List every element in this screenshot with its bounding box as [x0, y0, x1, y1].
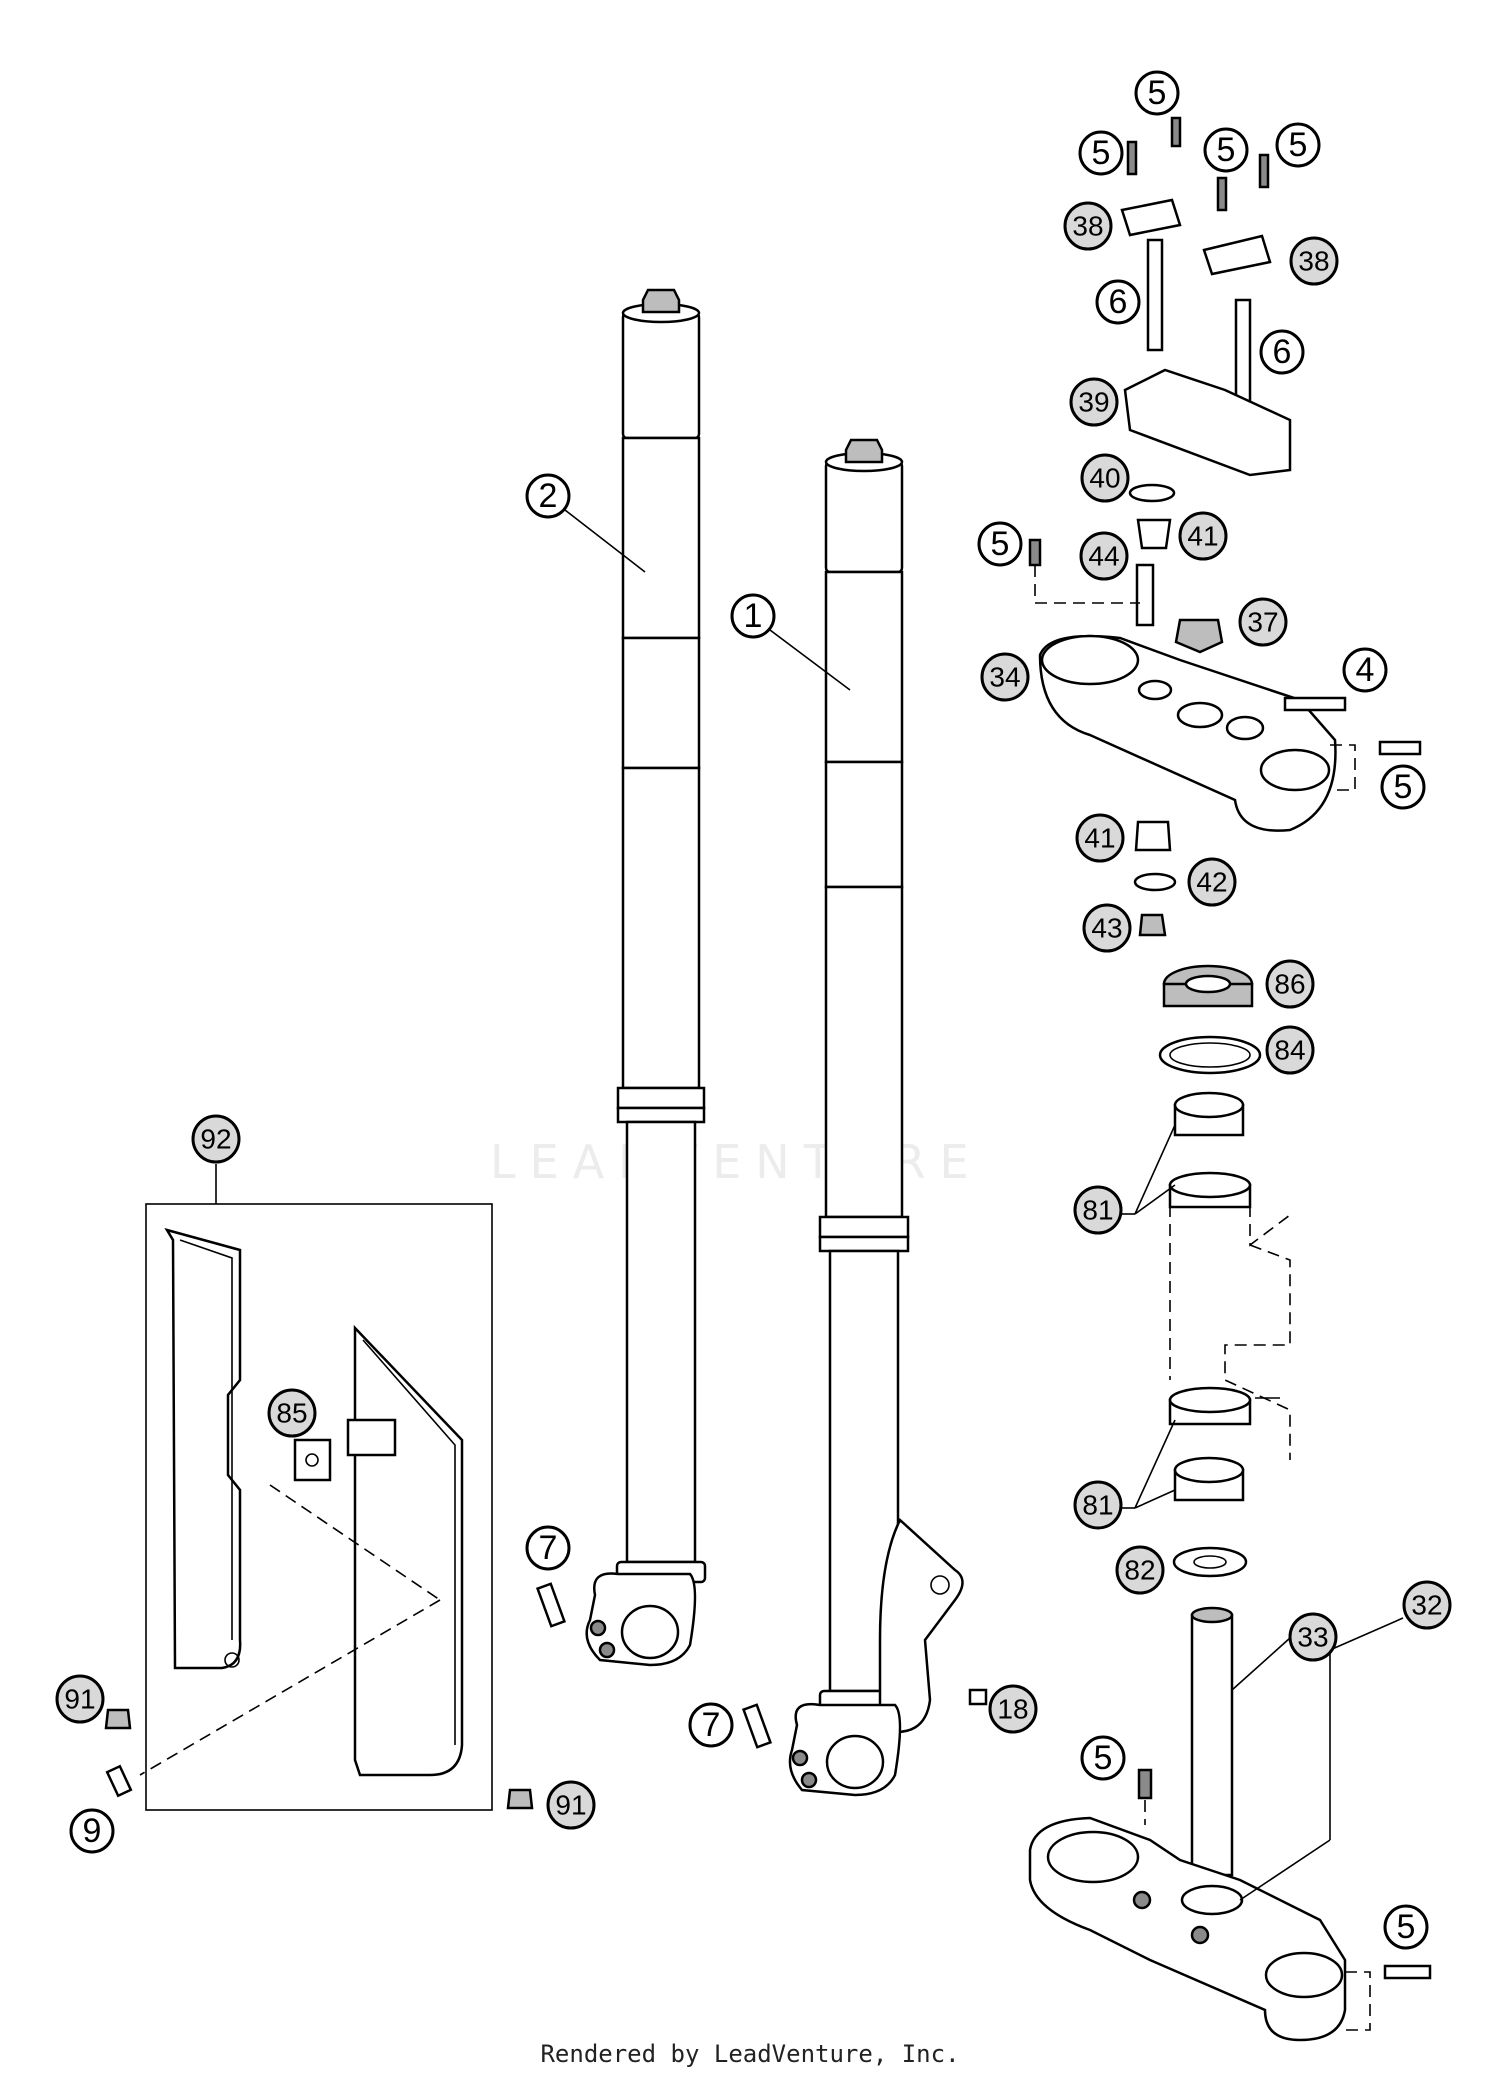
- callout-6-text: 6: [1109, 283, 1128, 321]
- callout-38-text: 38: [1298, 246, 1329, 277]
- callout-44: 44: [1079, 531, 1129, 581]
- callout-92: 92: [191, 1114, 241, 1164]
- callout-40-text: 40: [1089, 463, 1120, 494]
- callout-2-text: 2: [539, 477, 558, 515]
- callout-7-text: 7: [702, 1706, 721, 1744]
- callout-86: 86: [1265, 959, 1315, 1009]
- callout-5-text: 5: [1217, 131, 1236, 169]
- callout-92-text: 92: [200, 1124, 231, 1155]
- callout-7: 7: [525, 1525, 571, 1571]
- callout-5-text: 5: [1148, 74, 1167, 112]
- callout-32-text: 32: [1411, 1590, 1442, 1621]
- callout-38: 38: [1289, 236, 1339, 286]
- callout-5-text: 5: [1289, 126, 1308, 164]
- callout-86-text: 86: [1274, 969, 1305, 1000]
- callout-81-text: 81: [1082, 1490, 1113, 1521]
- footer-credit: Rendered by LeadVenture, Inc.: [540, 2040, 960, 2068]
- callout-91: 91: [546, 1780, 596, 1830]
- callout-5-text: 5: [1092, 134, 1111, 172]
- callout-5-text: 5: [1094, 1739, 1113, 1777]
- fork-leg-1: [788, 438, 964, 1797]
- callout-5: 5: [1203, 127, 1249, 173]
- callout-81: 81: [1073, 1185, 1123, 1235]
- callout-7: 7: [688, 1702, 734, 1748]
- callout-5-text: 5: [1397, 1908, 1416, 1946]
- callout-9-text: 9: [83, 1812, 102, 1850]
- callout-34-text: 34: [989, 662, 1020, 693]
- callout-43-text: 43: [1091, 913, 1122, 944]
- callout-4: 4: [1342, 647, 1388, 693]
- callout-18-text: 18: [997, 1694, 1028, 1725]
- fork-guard-kit: [139, 1203, 493, 1811]
- callout-41-text: 41: [1187, 521, 1218, 552]
- callout-38: 38: [1063, 201, 1113, 251]
- callout-43: 43: [1082, 903, 1132, 953]
- callout-33-text: 33: [1297, 1622, 1328, 1653]
- callout-37-text: 37: [1247, 607, 1278, 638]
- callout-42-text: 42: [1196, 867, 1227, 898]
- callout-42: 42: [1187, 857, 1237, 907]
- callout-4-text: 4: [1356, 651, 1375, 689]
- callout-41: 41: [1075, 813, 1125, 863]
- fork-leg-2: [585, 288, 707, 1667]
- callout-85: 85: [267, 1388, 317, 1438]
- callout-32: 32: [1402, 1580, 1452, 1630]
- callout-40: 40: [1080, 453, 1130, 503]
- callout-5-text: 5: [991, 525, 1010, 563]
- callout-1-text: 1: [744, 597, 763, 635]
- callout-44-text: 44: [1088, 541, 1119, 572]
- callout-5: 5: [1078, 130, 1124, 176]
- callout-41: 41: [1178, 511, 1228, 561]
- callout-39-text: 39: [1078, 387, 1109, 418]
- callout-91: 91: [55, 1674, 105, 1724]
- callout-84-text: 84: [1274, 1035, 1305, 1066]
- steering-assembly: [1028, 116, 1432, 2042]
- callout-85-text: 85: [276, 1398, 307, 1429]
- callout-18: 18: [988, 1684, 1038, 1734]
- callout-33: 33: [1288, 1612, 1338, 1662]
- callout-5: 5: [1275, 122, 1321, 168]
- callout-82-text: 82: [1124, 1555, 1155, 1586]
- callout-2: 2: [525, 473, 571, 519]
- callout-6: 6: [1259, 329, 1305, 375]
- loose-hardware: [104, 1582, 988, 1810]
- callout-81-text: 81: [1082, 1195, 1113, 1226]
- callout-41-text: 41: [1084, 823, 1115, 854]
- callout-84: 84: [1265, 1025, 1315, 1075]
- callout-1: 1: [730, 593, 776, 639]
- callout-39: 39: [1069, 377, 1119, 427]
- callout-6-text: 6: [1273, 333, 1292, 371]
- callout-5: 5: [1383, 1904, 1429, 1950]
- callout-labels: 5 5 5 5 38 38 6 6 39 40 41 5 44 37 34 4 …: [55, 70, 1452, 1950]
- callout-7-text: 7: [539, 1529, 558, 1567]
- callout-81: 81: [1073, 1480, 1123, 1530]
- callout-5: 5: [1134, 70, 1180, 116]
- callout-34: 34: [980, 652, 1030, 702]
- callout-5: 5: [1380, 764, 1426, 810]
- callout-91-text: 91: [555, 1790, 586, 1821]
- callout-9: 9: [69, 1808, 115, 1854]
- leader-lines: [215, 509, 1404, 1901]
- callout-38-text: 38: [1072, 211, 1103, 242]
- callout-37: 37: [1238, 597, 1288, 647]
- callout-5: 5: [977, 521, 1023, 567]
- callout-6: 6: [1095, 279, 1141, 325]
- callout-82: 82: [1115, 1545, 1165, 1595]
- callout-5-text: 5: [1394, 768, 1413, 806]
- callout-91-text: 91: [64, 1684, 95, 1715]
- callout-5: 5: [1080, 1735, 1126, 1781]
